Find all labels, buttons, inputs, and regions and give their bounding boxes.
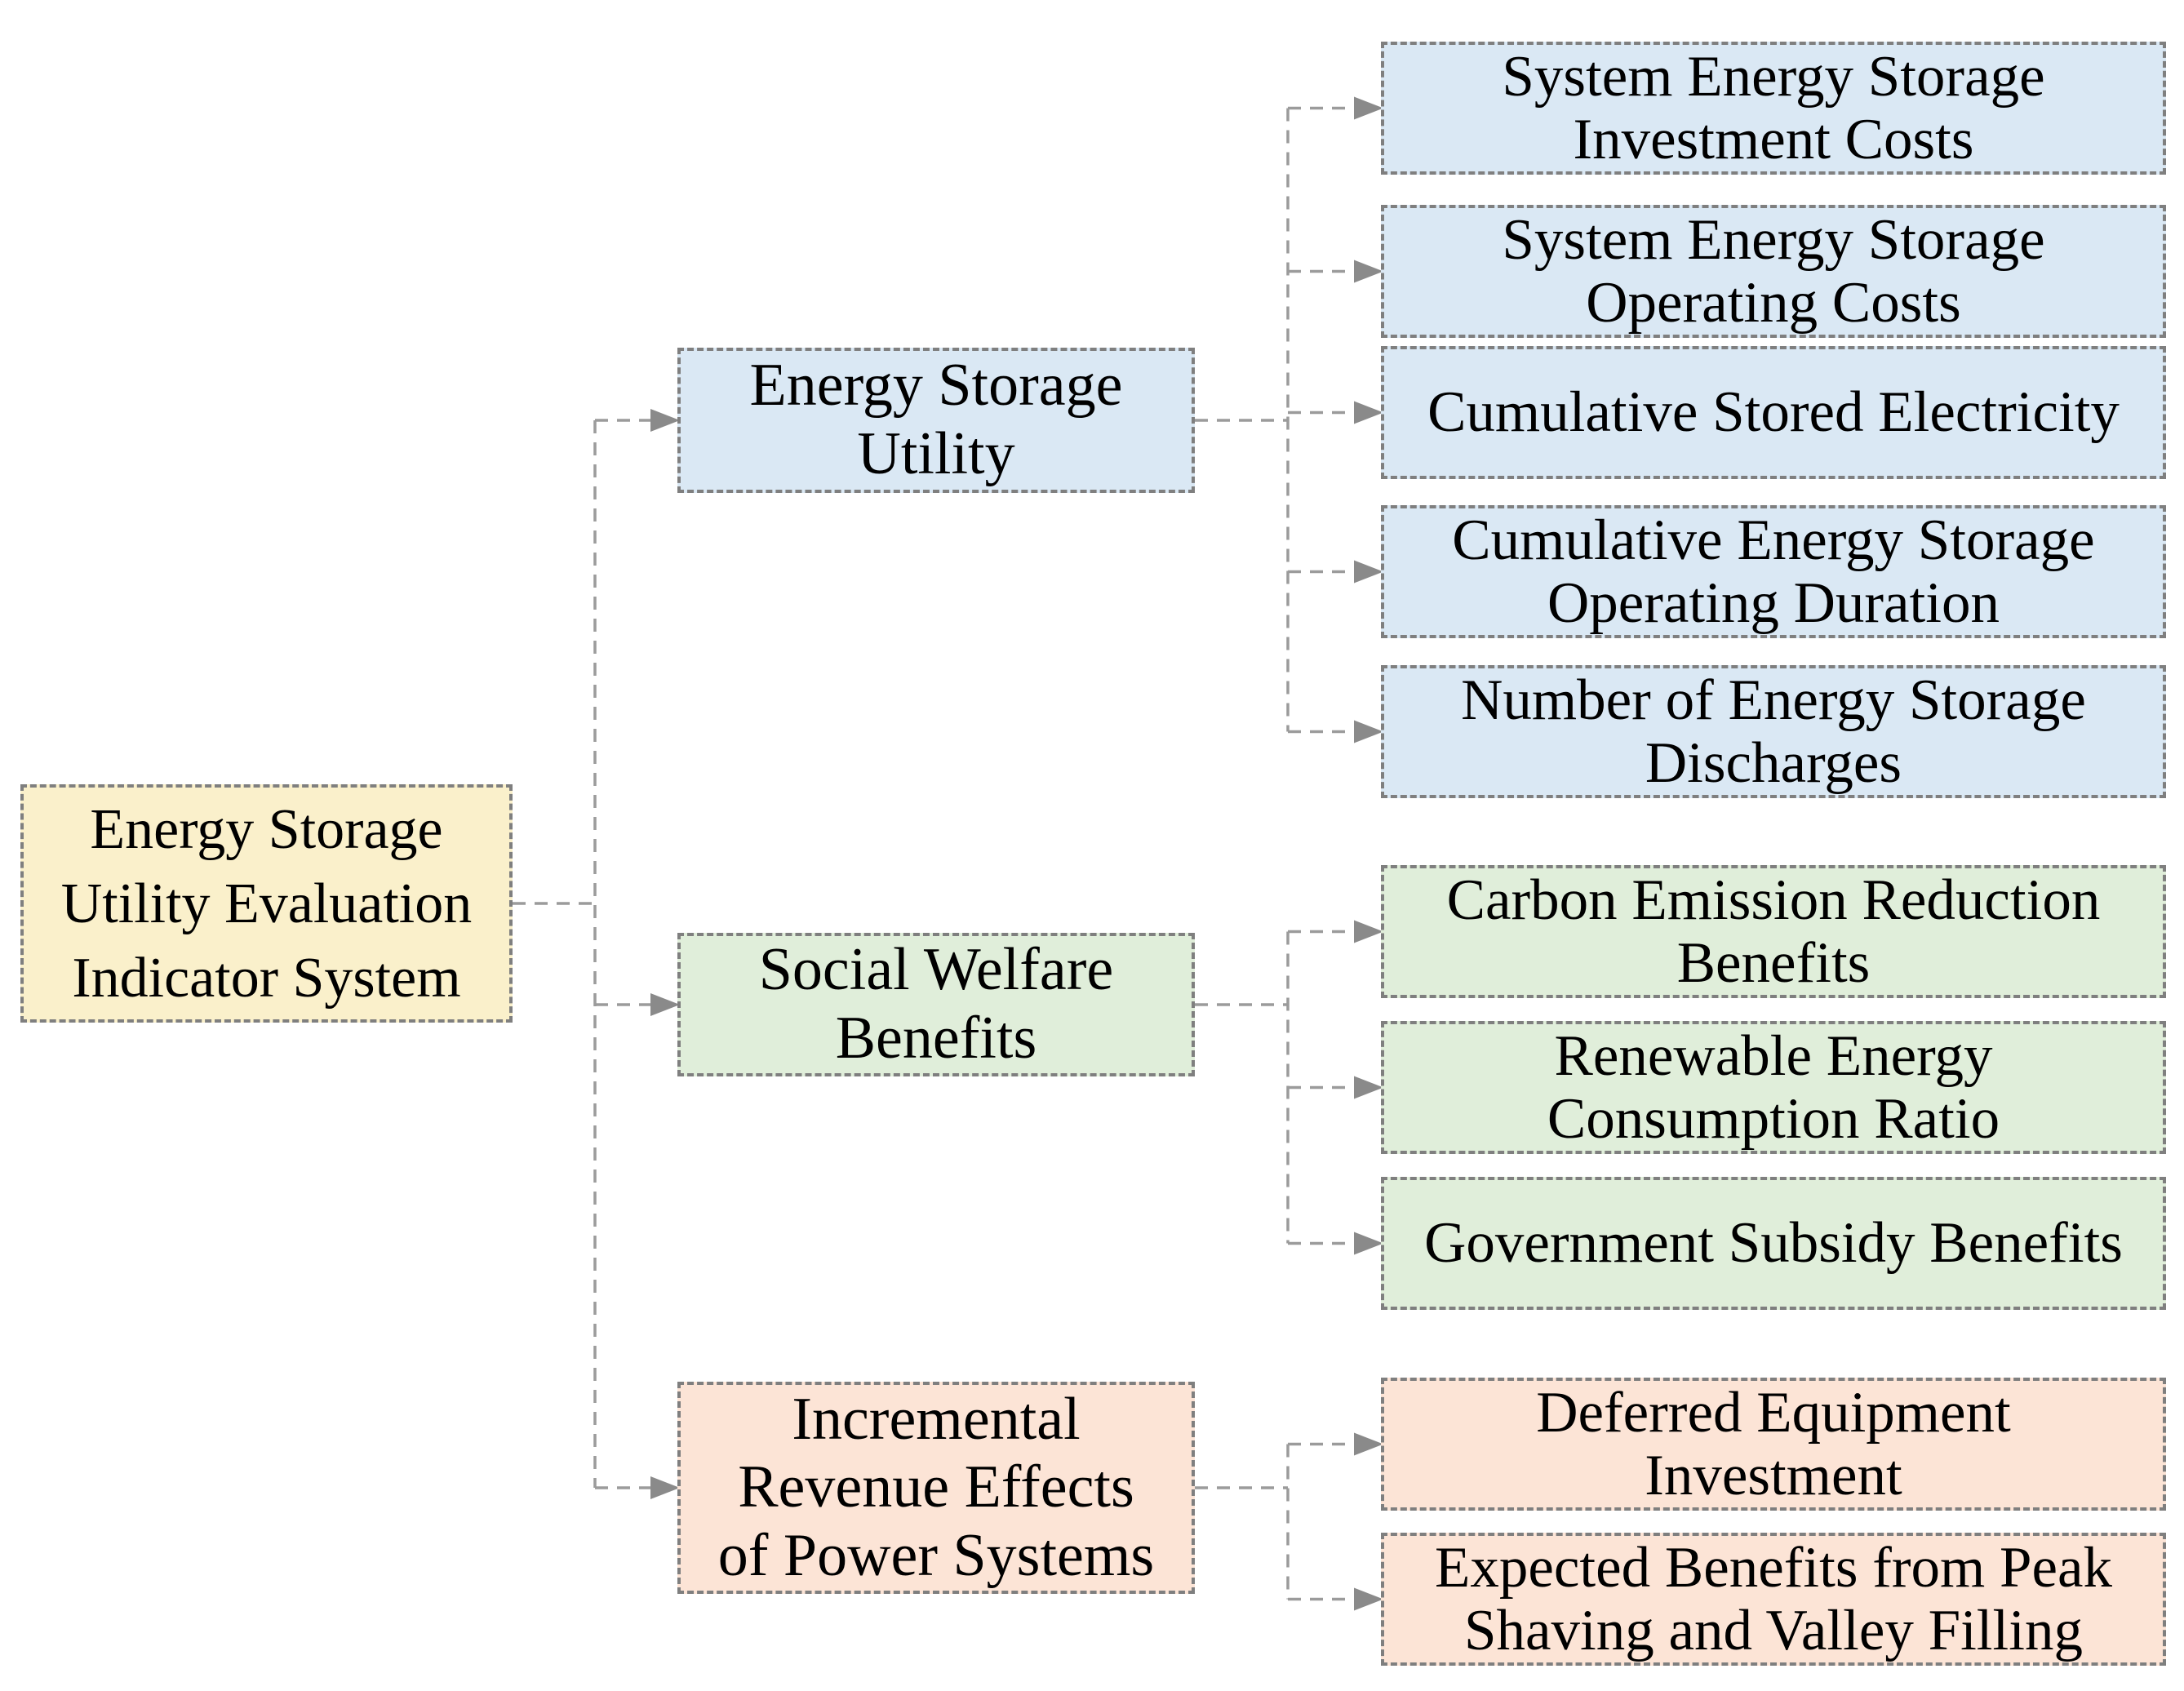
node-leaf-peak-shaving-benefits: Expected Benefits from Peak Shaving and …: [1381, 1533, 2166, 1666]
node-leaf-discharge-count: Number of Energy Storage Discharges: [1381, 665, 2166, 798]
node-root: Energy Storage Utility Evaluation Indica…: [20, 784, 513, 1023]
node-leaf-cumulative-stored-electricity: Cumulative Stored Electricity: [1381, 346, 2166, 479]
node-leaf-operating-costs: System Energy Storage Operating Costs: [1381, 205, 2166, 338]
node-leaf-carbon-emission-reduction: Carbon Emission Reduction Benefits: [1381, 865, 2166, 998]
node-branch-social-welfare-benefits: Social Welfare Benefits: [677, 933, 1195, 1076]
node-leaf-deferred-equipment-investment: Deferred Equipment Investment: [1381, 1378, 2166, 1511]
node-branch-incremental-revenue: Incremental Revenue Effects of Power Sys…: [677, 1382, 1195, 1594]
node-leaf-government-subsidy: Government Subsidy Benefits: [1381, 1177, 2166, 1310]
node-leaf-operating-duration: Cumulative Energy Storage Operating Dura…: [1381, 505, 2166, 638]
node-leaf-renewable-consumption-ratio: Renewable Energy Consumption Ratio: [1381, 1021, 2166, 1154]
node-branch-energy-storage-utility: Energy Storage Utility: [677, 348, 1195, 493]
node-leaf-investment-costs: System Energy Storage Investment Costs: [1381, 42, 2166, 175]
